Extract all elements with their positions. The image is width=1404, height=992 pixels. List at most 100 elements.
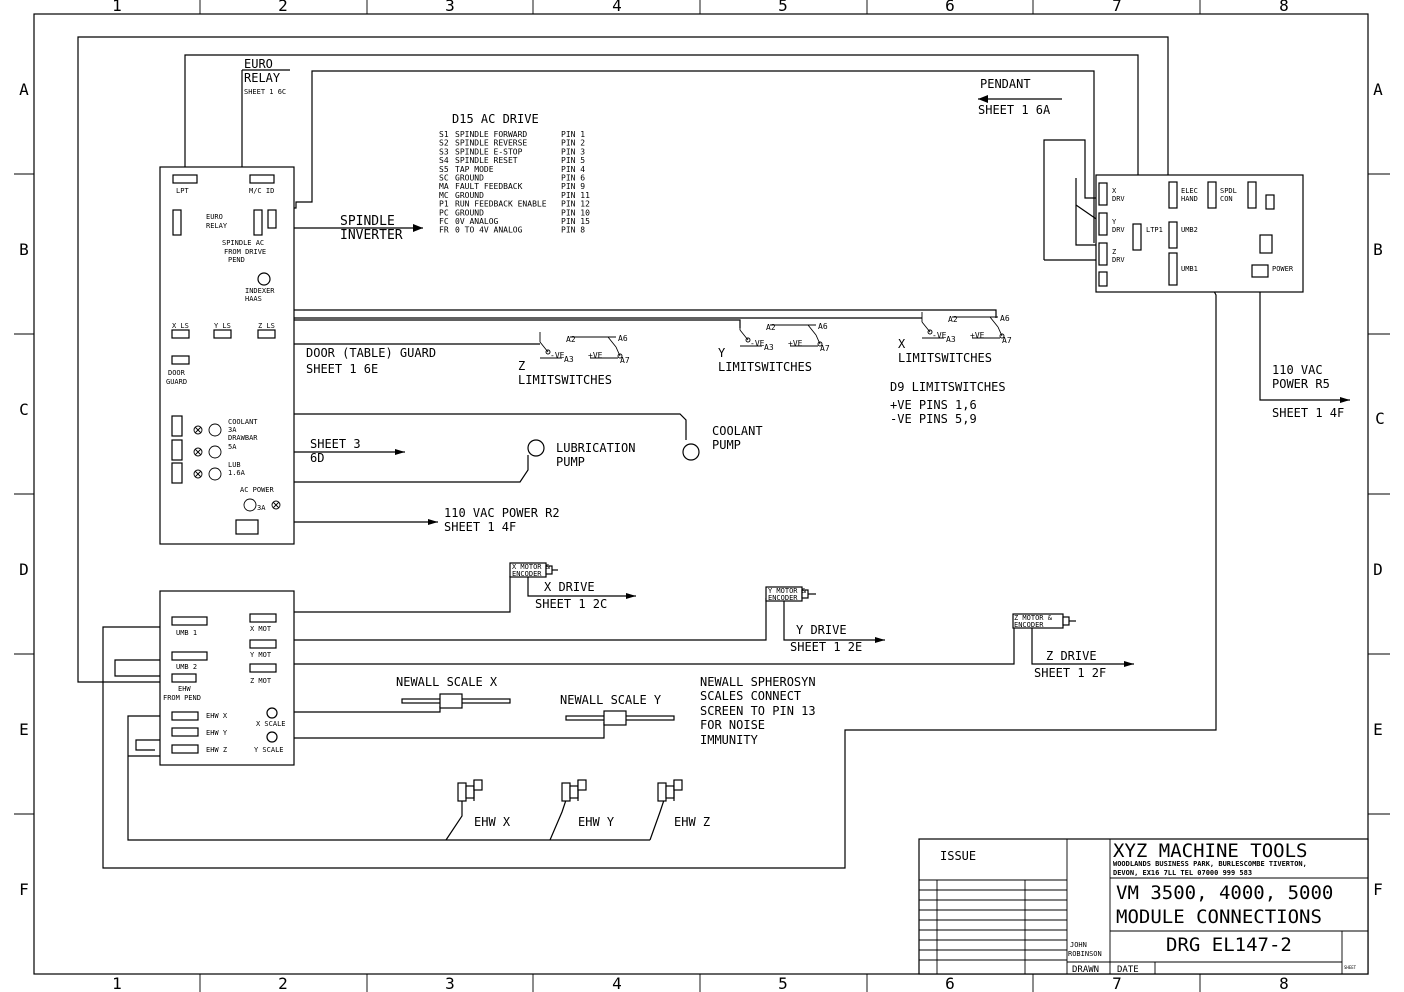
drawing-title: MODULE CONNECTIONS [1116,906,1322,928]
z-ls-connector [257,329,276,339]
row-label-left: F [19,880,29,899]
d15-row-pin: PIN 9 [561,182,585,191]
euro-relay-title: RELAY [244,71,281,85]
d15-row-desc: SPINDLE REVERSE [455,139,527,148]
limit-switch-pos-label: +VE [970,331,985,340]
limit-switch-pos-label: +VE [788,339,803,348]
limit-switch-neg-label: -VE [750,339,765,348]
z-drive-label: Z DRIVE [1046,649,1097,663]
d15-row-desc: FAULT FEEDBACK [455,182,523,191]
column-label-top: 8 [1279,0,1289,15]
z-drv-label: DRV [1112,256,1125,264]
upper-module: LPT M/C ID EURO RELAY SPINDLE AC FROM DR… [159,166,295,545]
d15-row-pin: PIN 1 [561,130,585,139]
ac-power-fuse-label: 3A [257,504,266,512]
limit-switch-a3-label: A3 [764,343,774,352]
pendant-ref: SHEET 1 6A [978,103,1051,117]
scale-note: FOR NOISE [700,718,765,732]
d15-row-code: S2 [439,139,449,148]
column-label-bottom: 5 [778,974,788,992]
row-label-right: A [1373,80,1383,99]
d15-row-code: PC [439,208,449,217]
ehw-z-module-label: EHW Z [206,746,227,754]
d15-row-pin: PIN 15 [561,217,590,226]
elec-hand-label: ELEC [1181,187,1198,195]
limit-switch-a2-label: A2 [766,323,776,332]
limit-switch-a7-label: A7 [1002,336,1012,345]
row-label-right: C [1375,409,1385,428]
pendant-title: PENDANT [980,77,1031,91]
spindle-ac-label: SPINDLE AC [222,239,264,247]
d15-row-code: SC [439,174,449,183]
euro-relay-title: EURO [244,57,273,71]
company-name: XYZ MACHINE TOOLS [1113,840,1307,862]
limit-switch-a3-label: A3 [564,355,574,364]
row-label-left: B [19,240,29,259]
d15-row-desc: TAP MODE [455,165,494,174]
limit-switch-a3-label: A3 [946,335,956,344]
coolant-fuse-label: COOLANT [228,418,258,426]
scale-note: NEWALL SPHEROSYN [700,675,816,689]
d15-row-desc: 0 TO 4V ANALOG [455,226,523,235]
d15-row-pin: PIN 3 [561,147,585,156]
coolant-pump-icon [682,443,700,461]
newall-scales: NEWALL SCALE X NEWALL SCALE Y NEWALL SPH… [396,675,816,747]
ehw-y-handwheel: EHW Y [561,779,615,829]
d15-row-pin: PIN 2 [561,139,585,148]
handwheels: EHW X EHW Y EHW Z [457,779,710,829]
d15-row-desc: GROUND [455,174,484,183]
d15-row-desc: 0V ANALOG [455,217,499,226]
lpt-label: LPT [176,187,189,195]
power-r5-text: POWER R5 [1272,377,1330,391]
x-drv-label: DRV [1112,195,1125,203]
y-motor-label: ENCODER [768,594,798,602]
y-drv-label: DRV [1112,226,1125,234]
row-label-left: D [19,560,29,579]
d15-row-pin: PIN 6 [561,174,585,183]
d15-row-code: FR [439,226,449,235]
door-guard-ref: DOOR (TABLE) GUARD SHEET 1 6E [306,346,436,376]
d15-row-desc: RUN FEEDBACK ENABLE [455,200,547,209]
spindle-inverter-text: SPINDLE [340,214,395,229]
z-motor-encoder: Z MOTOR & ENCODER Z DRIVE SHEET 1 2F [1012,613,1134,680]
x-ls-label: X LS [172,322,189,330]
spindle-ac-label: FROM DRIVE [224,248,266,256]
ehw-y-label: EHW Y [578,815,615,829]
column-label-top: 4 [612,0,622,15]
newall-scale-x-label: NEWALL SCALE X [396,675,498,689]
limit-switch-pos-label: +VE [588,351,603,360]
umb1-label: UMB1 [1181,265,1198,273]
sheet3-ref: 6D [310,451,324,465]
lub-connector [171,462,183,484]
row-label-right: F [1373,880,1383,899]
column-label-top: 5 [778,0,788,15]
column-label-bottom: 1 [112,974,122,992]
x-axis-letter: X [898,337,906,351]
x-mot-label: X MOT [250,625,272,633]
d15-row-code: MC [439,191,449,200]
d9-pos-pins: +VE PINS 1,6 [890,398,977,412]
newall-scale-y-label: NEWALL SCALE Y [560,693,662,707]
limit-switch-neg-label: -VE [550,351,565,360]
scale-note: SCALES CONNECT [700,689,801,703]
x-motor-label: X MOTOR & [512,563,551,571]
lpt-connector [172,174,198,184]
d15-row-code: S3 [439,147,449,156]
door-guard-label: GUARD [166,378,187,386]
z-mot-label: Z MOT [250,677,272,685]
drawbar-fuse-label: 5A [228,443,237,451]
column-label-top: 3 [445,0,455,15]
umb2-module-label: UMB 2 [176,663,197,671]
power-r5-ref: 110 VAC POWER R5 SHEET 1 4F [1272,363,1344,420]
ehw-x-handwheel: EHW X [457,779,511,829]
y-motor-label: Y MOTOR & [768,587,807,595]
umb1-module-label: UMB 1 [176,629,197,637]
row-label-right: E [1373,720,1383,739]
d15-row-code: S5 [439,165,449,174]
limit-switch-a7-label: A7 [820,344,830,353]
drawing-title: VM 3500, 4000, 5000 [1116,882,1333,904]
z-drive-sheet: SHEET 1 2F [1034,666,1106,680]
ehw-from-pend-label: EHW [178,685,191,693]
company-address: DEVON, EX16 7LL TEL 07000 999 583 [1113,869,1252,877]
